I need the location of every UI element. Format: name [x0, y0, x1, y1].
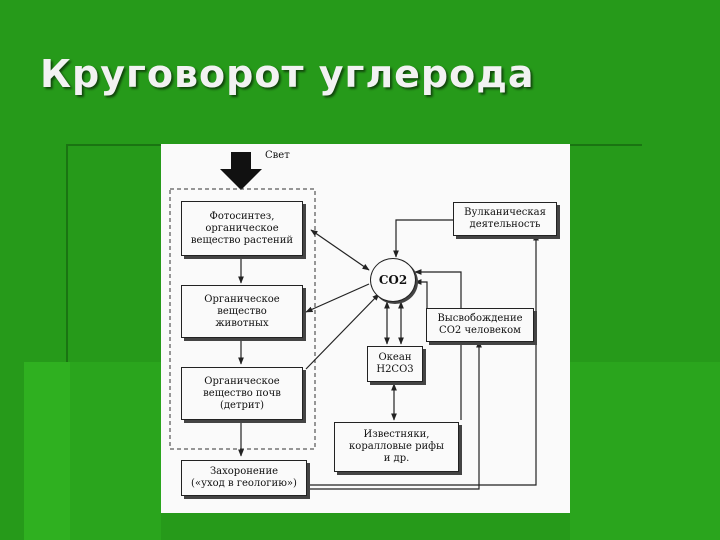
photosynthesis-node: Фотосинтез, органическое вещество растен…	[181, 201, 303, 256]
decorative-panel-right	[570, 362, 720, 540]
soil-organic-matter-node: Органическое вещество почв (детрит)	[181, 367, 303, 420]
ocean-node: Океан H2CO3	[367, 346, 423, 382]
diagram-connectors	[169, 152, 539, 490]
slide-title: Круговорот углерода	[40, 52, 535, 96]
decorative-frame-line-left	[66, 144, 68, 362]
decorative-panel-left	[24, 362, 70, 540]
carbon-cycle-diagram: Свет Фотосинтез, органическое вещество р…	[161, 144, 570, 513]
limestone-reefs-node: Известняки, коралловые рифы и др.	[334, 422, 459, 472]
light-arrow	[220, 152, 262, 190]
producers-group-frame	[169, 188, 316, 450]
animal-organic-matter-node: Органическое вещество животных	[181, 285, 303, 338]
co2-node: CO2	[370, 258, 416, 302]
decorative-panel-inner	[70, 362, 161, 540]
light-label: Свет	[265, 150, 290, 161]
burial-node: Захоронение («уход в геологию»)	[181, 460, 307, 496]
human-co2-release-node: Высвобождение CO2 человеком	[426, 308, 534, 342]
volcanic-activity-node: Вулканическая деятельность	[453, 202, 557, 236]
